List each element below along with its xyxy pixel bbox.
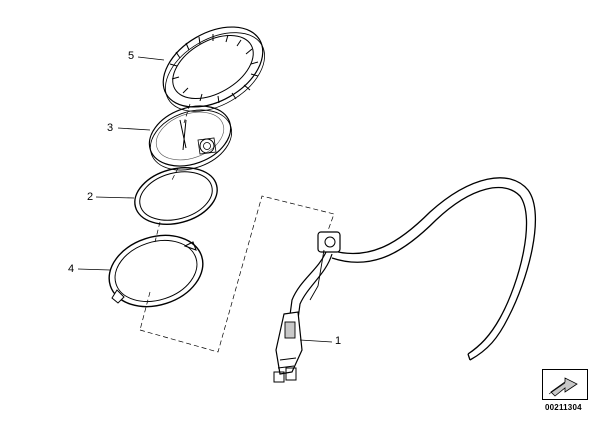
part-3-flange-cover	[148, 105, 233, 171]
callout-part-1: 1	[335, 335, 342, 347]
part-1-fuel-sender	[273, 177, 536, 383]
assembly-axis-lines	[139, 103, 335, 353]
document-id: 00211304	[545, 403, 582, 412]
part-5-locking-ring	[162, 26, 265, 112]
callout-part-2: 2	[87, 191, 94, 203]
callout-part-4: 4	[68, 263, 75, 275]
leader-lines	[77, 56, 333, 343]
part-4-clamp-ring	[108, 234, 204, 308]
callout-part-5: 5	[128, 50, 135, 62]
part-arrow-icon	[548, 377, 578, 397]
callout-part-3: 3	[107, 122, 114, 134]
part-2-seal	[134, 167, 218, 225]
ring-teeth	[169, 34, 259, 104]
corner-marker-box	[542, 369, 588, 400]
